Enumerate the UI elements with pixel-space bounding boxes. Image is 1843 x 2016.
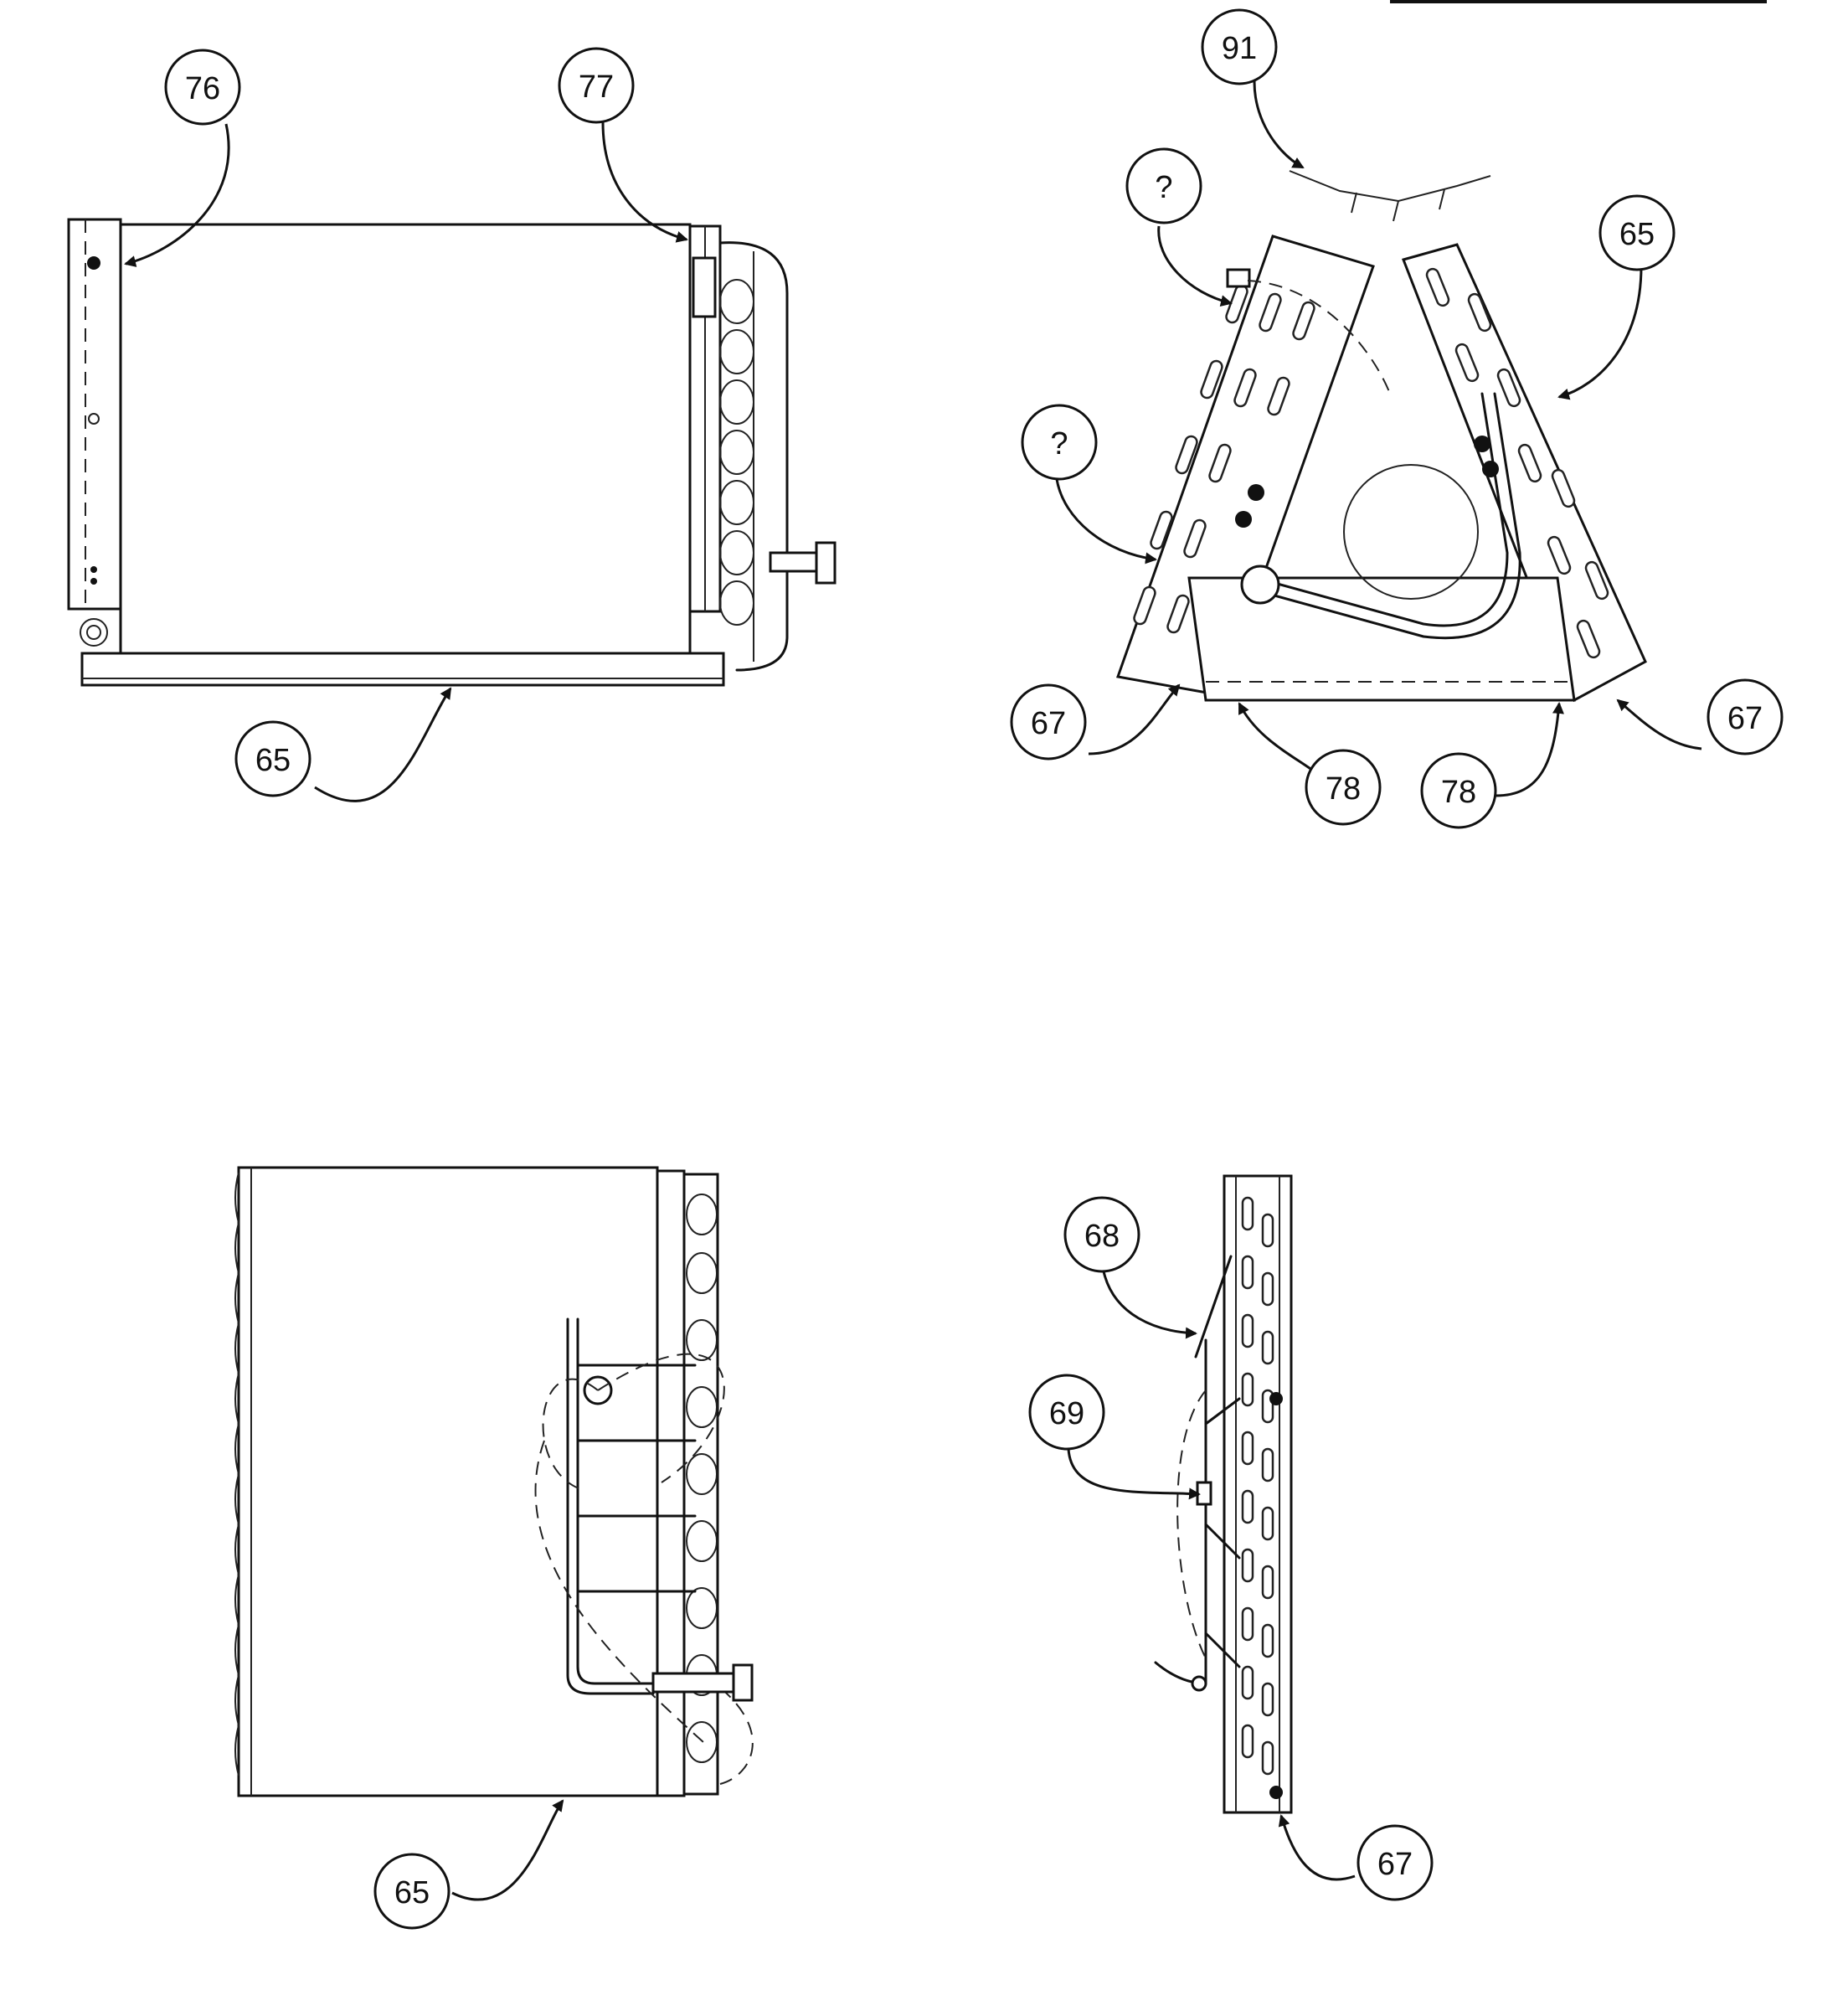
coil-panel-lower	[237, 1166, 659, 1797]
outlet-stub	[769, 541, 837, 585]
fin-slots-right	[1425, 267, 1609, 659]
callout-65-b-label: 65	[1619, 217, 1655, 252]
callout-78-right-label: 78	[1441, 775, 1476, 810]
return-bends	[718, 241, 789, 672]
callout-77: 77	[558, 47, 688, 243]
callout-unknown-upper-label: ?	[1155, 170, 1172, 205]
callout-unknown-left: ?	[1021, 404, 1157, 565]
callout-78-left: 78	[1238, 702, 1382, 826]
callout-67-left-label: 67	[1031, 706, 1066, 741]
coil-side-view-top-left	[67, 218, 837, 687]
callout-unknown-left-label: ?	[1050, 426, 1068, 461]
callout-65-a-label: 65	[255, 743, 291, 778]
slab-plate	[1223, 1174, 1293, 1814]
coil-panel	[119, 223, 692, 657]
callout-67-c: 67	[1278, 1814, 1434, 1901]
callout-78-left-label: 78	[1326, 771, 1361, 807]
distributor-fitting	[692, 256, 717, 318]
bottom-rail	[80, 652, 725, 687]
callout-65-b: 65	[1557, 194, 1676, 400]
callout-67-right: 67	[1616, 678, 1784, 755]
return-bends-lower	[686, 1194, 718, 1763]
callout-69: 69	[1028, 1374, 1201, 1500]
callout-91: 91	[1201, 8, 1305, 169]
outlet-stub-lower	[651, 1663, 754, 1702]
callout-unknown-upper: ?	[1125, 147, 1233, 307]
callout-78-right: 78	[1420, 702, 1564, 829]
fin-slots-left	[1133, 284, 1315, 634]
header-strip	[656, 1169, 686, 1797]
fin-slots-slab	[1241, 1196, 1283, 1799]
callout-69-label: 69	[1049, 1396, 1084, 1431]
a-coil-end-view	[1115, 170, 1647, 703]
callout-91-label: 91	[1222, 31, 1257, 66]
callout-76-label: 76	[185, 71, 220, 106]
callout-67-c-label: 67	[1377, 1847, 1413, 1882]
coil-side-view-bottom-left	[234, 1166, 754, 1797]
callout-65-c-label: 65	[394, 1875, 430, 1910]
callout-65-c: 65	[373, 1799, 564, 1930]
callout-77-label: 77	[579, 70, 614, 105]
callout-68-label: 68	[1084, 1219, 1120, 1254]
sensor-upper	[1226, 268, 1251, 288]
callout-65-a: 65	[234, 687, 452, 802]
drain-pan	[1187, 576, 1576, 702]
wire-harness	[1289, 170, 1491, 203]
callout-68: 68	[1063, 1196, 1197, 1339]
slab-end-view	[1154, 1174, 1293, 1814]
center-opening	[1343, 464, 1479, 600]
sensor-69	[1196, 1481, 1212, 1506]
callout-67-left: 67	[1010, 683, 1181, 761]
callout-67-right-label: 67	[1727, 701, 1763, 736]
callout-76: 76	[124, 49, 241, 267]
